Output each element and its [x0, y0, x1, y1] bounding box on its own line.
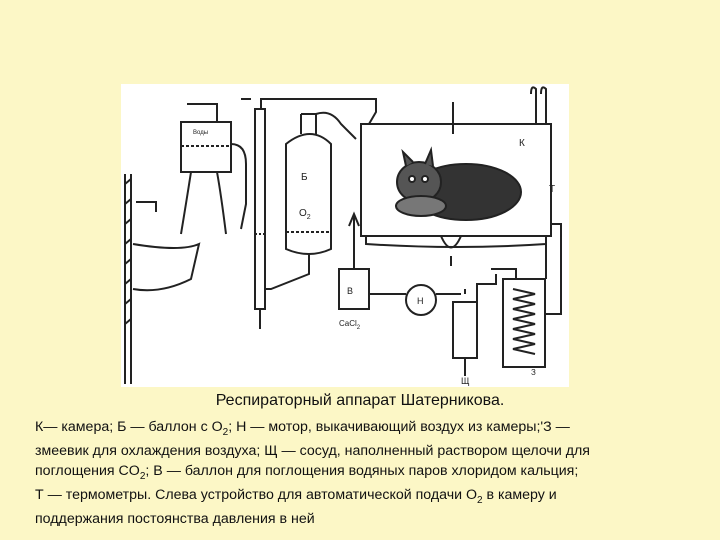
caption-line: Т — термометры. Слева устройство для авт… — [35, 487, 557, 506]
label-o2: O2 — [299, 208, 311, 221]
motor — [405, 284, 437, 316]
label-coil: З — [531, 368, 536, 377]
caption-line: поглощения CO2; В — баллон для поглощени… — [35, 462, 579, 482]
top-pipe — [260, 98, 377, 125]
label-cacl2: CaCl2 — [339, 319, 361, 331]
chamber — [360, 123, 552, 237]
absorber-v — [338, 268, 370, 310]
label-alkali: Щ — [461, 376, 470, 386]
label-balloon: Б — [301, 172, 308, 183]
label-tank: Воды — [193, 130, 208, 136]
apparatus-diagram: Б O2 К Т В CaCl2 Н Щ З Воды — [121, 84, 569, 387]
caption-title: Респираторный аппарат Шатерникова. — [215, 392, 505, 409]
apparatus-drawing: Б O2 К Т В CaCl2 Н Щ З Воды — [124, 86, 562, 386]
cat — [395, 146, 522, 221]
alkali-vessel — [452, 301, 478, 359]
caption-line: змеевик для охлаждения воздуха; Щ — сосу… — [35, 443, 590, 460]
balloon-b — [285, 133, 332, 255]
tall-tube — [254, 108, 266, 310]
cooling-coil — [502, 278, 546, 368]
label-motor: Н — [417, 296, 424, 306]
sink — [132, 242, 201, 292]
label-absorber: В — [347, 286, 353, 296]
caption-line: К— камера; Б — баллон с O2; Н — мотор, в… — [35, 419, 570, 438]
caption-body: К— камера; Б — баллон с O2; Н — мотор, в… — [35, 418, 705, 530]
label-chamber: К — [519, 138, 525, 149]
wall — [124, 174, 132, 384]
label-thermometer: Т — [549, 184, 555, 195]
caption-line: поддержания постоянства давления в ней — [35, 511, 315, 528]
